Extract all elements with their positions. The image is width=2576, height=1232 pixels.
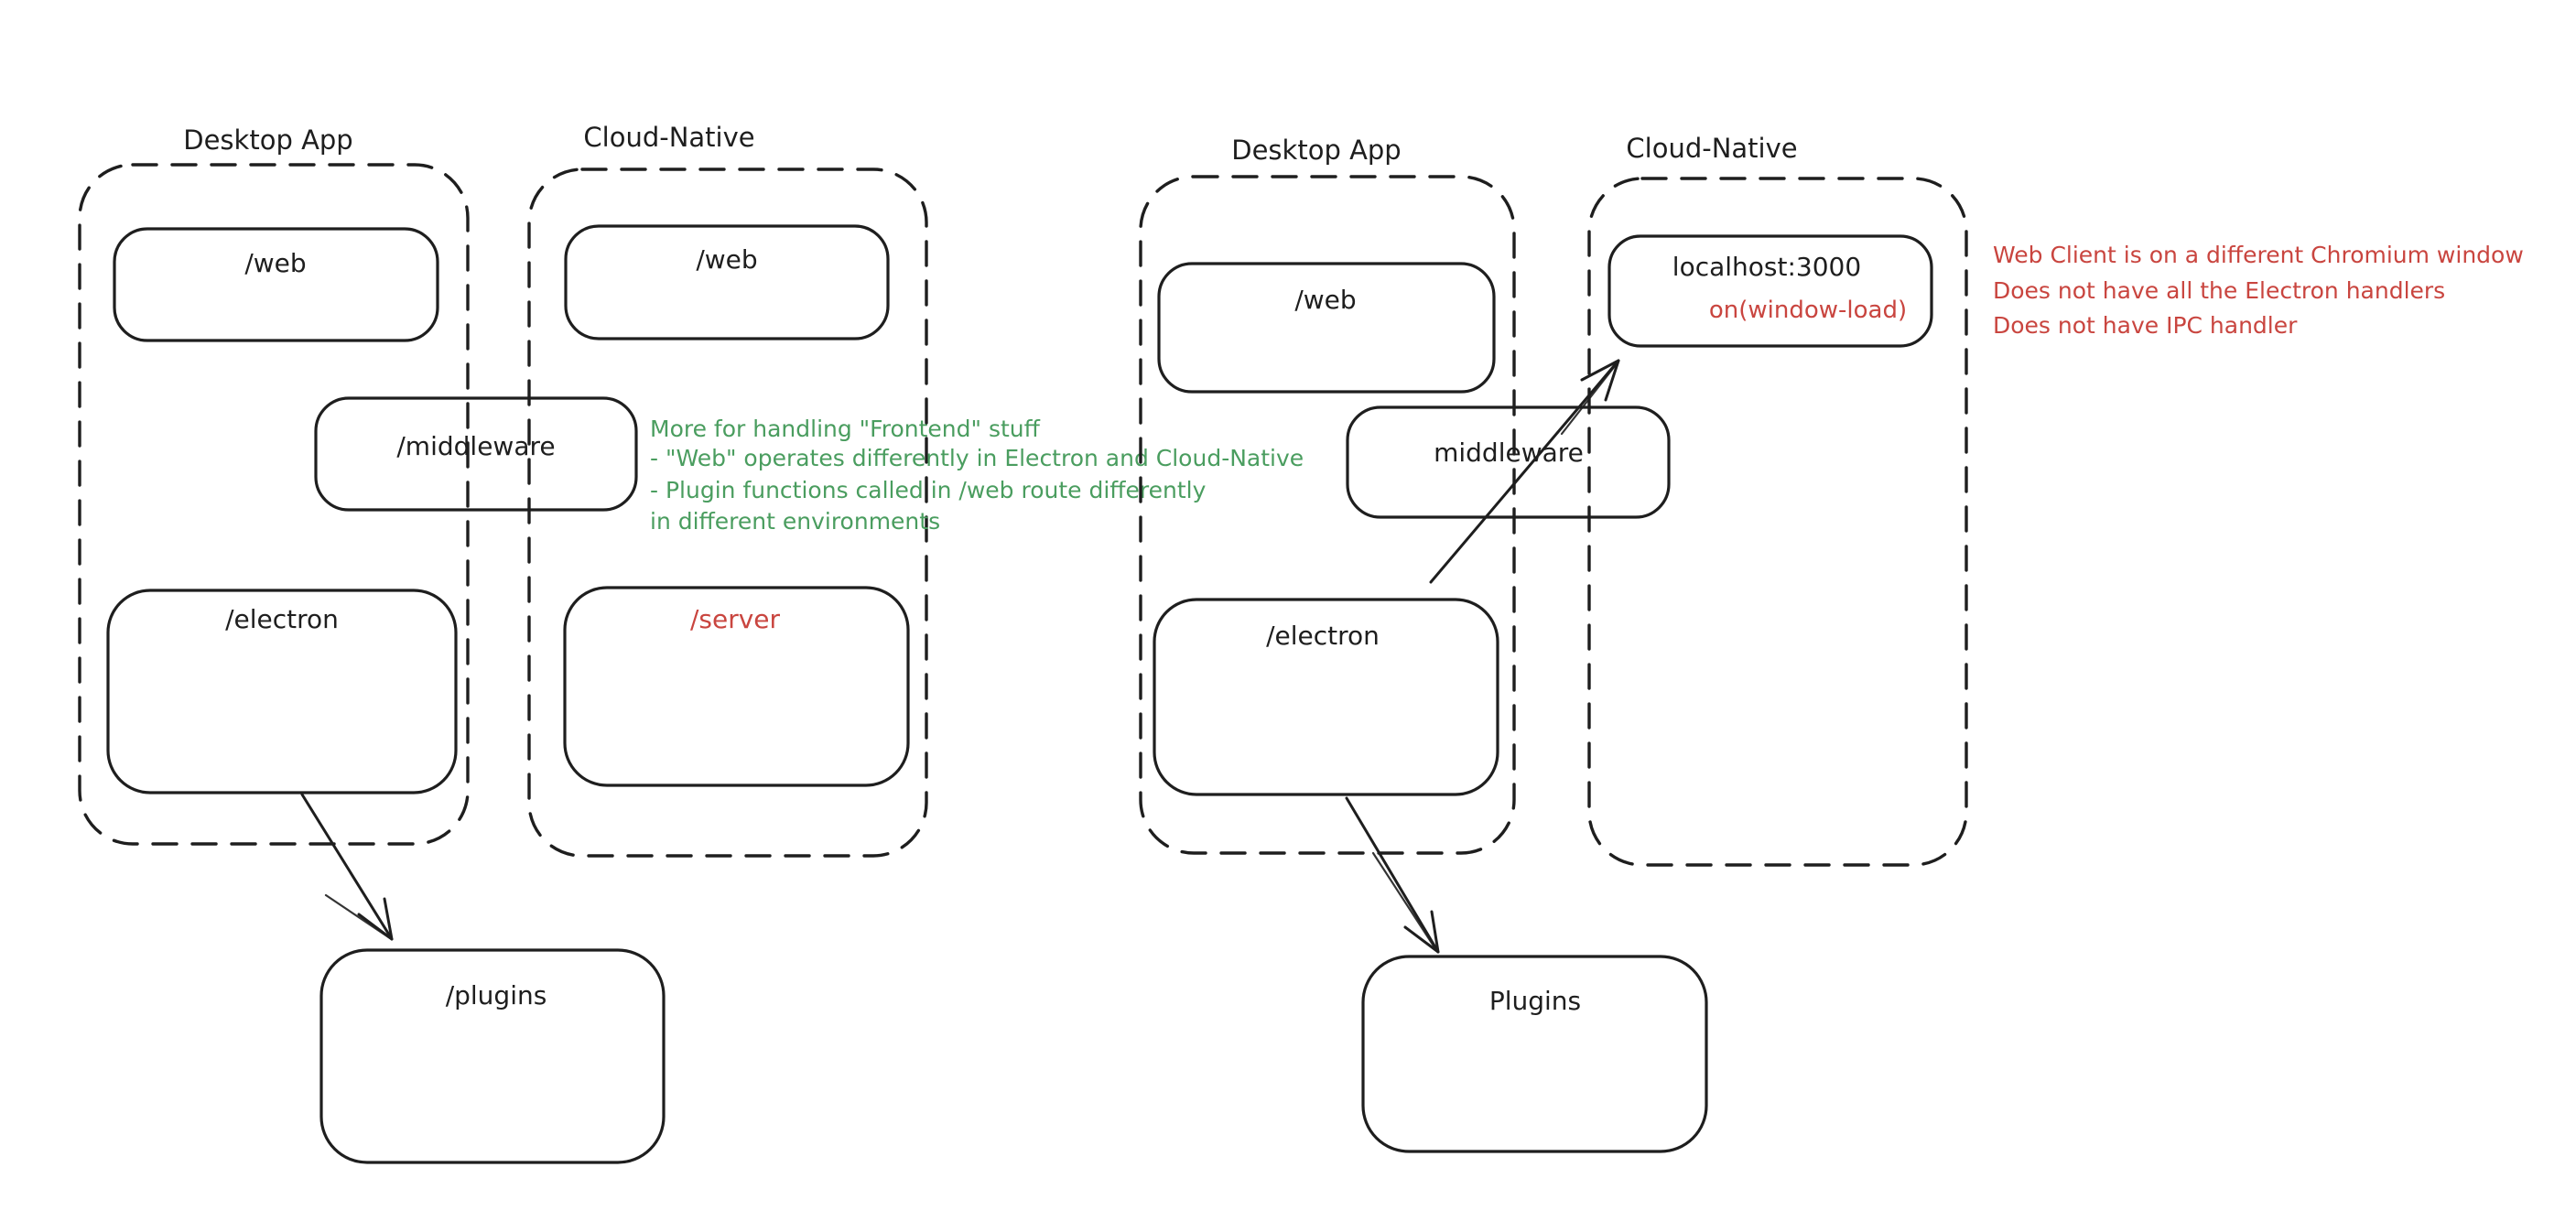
left-server-label: /server [690,604,781,634]
red-note: Web Client is on a different Chromium wi… [1993,242,2524,339]
green-note-line-4: in different environments [650,508,940,535]
left-middleware-label: /middleware [396,431,555,461]
left-web-desktop-box [113,227,439,342]
left-plugins-label: /plugins [446,980,547,1010]
right-arrow-electron-to-plugins [1345,796,1440,954]
arrowhead [1403,910,1440,954]
right-plugins-label: Plugins [1489,986,1581,1016]
arrow-shaft [1345,796,1440,954]
green-note-line-3: - Plugin functions called in /web route … [650,477,1207,503]
left-web-cloud-label: /web [696,244,757,275]
right-localhost-box [1607,234,1933,348]
left-electron-box [106,589,458,794]
left-server-box [563,586,910,787]
red-note-line-2: Does not have all the Electron handlers [1993,277,2445,304]
left-electron-label: /electron [225,604,339,634]
red-note-line-1: Web Client is on a different Chromium wi… [1993,242,2524,268]
left-desktop-app-container [78,163,470,846]
right-electron-box [1153,598,1499,796]
arrow-shaft [300,793,394,941]
right-middleware-box [1346,405,1671,519]
arrow-shaft-sketch [1371,851,1438,952]
red-note-line-3: Does not have IPC handler [1993,312,2298,339]
left-plugins-box [319,948,666,1164]
left-middleware-box [314,396,638,512]
right-middleware-label: middleware [1434,438,1584,468]
green-note-line-2: - "Web" operates differently in Electron… [650,445,1304,471]
arrow-shaft-sketch [1560,364,1617,436]
right-web-label: /web [1294,285,1356,315]
right-electron-label: /electron [1266,621,1380,651]
right-cloud-native-container [1587,177,1968,867]
arrow-shaft [1429,359,1620,584]
left-cloud-native-container [527,168,928,858]
right-arrow-electron-to-localhost [1429,359,1620,584]
right-window-load-label: on(window-load) [1709,297,1907,324]
right-desktop-app-label: Desktop App [1231,135,1401,166]
left-desktop-app-label: Desktop App [183,124,352,156]
arrowhead [1580,359,1620,402]
left-web-cloud-box [564,224,890,340]
right-cloud-native-label: Cloud-Native [1626,133,1797,164]
right-plugins-box [1361,955,1708,1153]
arrowhead [357,897,394,941]
green-note-line-1: More for handling "Frontend" stuff [650,416,1041,442]
right-desktop-app-container [1139,175,1516,855]
right-localhost-label: localhost:3000 [1672,252,1861,282]
green-note: More for handling "Frontend" stuff - "We… [650,416,1304,535]
left-arrow-electron-to-plugins [300,793,394,941]
left-cloud-native-label: Cloud-Native [583,122,754,153]
left-web-desktop-label: /web [244,248,306,278]
right-web-box [1157,262,1496,394]
